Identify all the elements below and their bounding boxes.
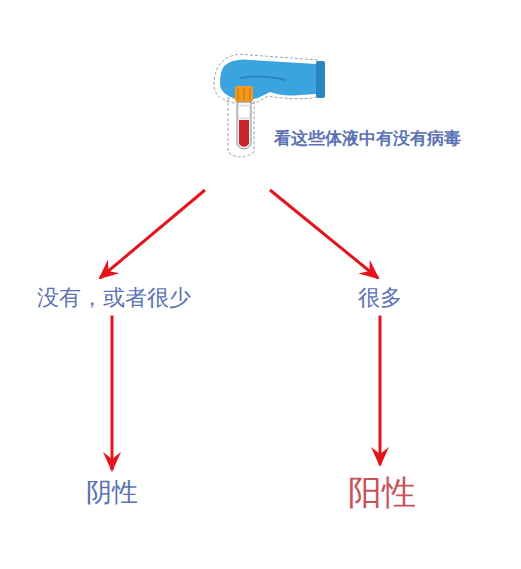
- negative-label: 阴性: [78, 472, 146, 513]
- tube-label: [238, 106, 250, 118]
- node-text: 阳性: [348, 471, 416, 514]
- node-text: 阴性: [86, 476, 138, 509]
- blood-sample: [239, 120, 249, 147]
- glove-fold: [240, 76, 286, 80]
- glove: [220, 60, 316, 100]
- flow-arrow: [379, 316, 382, 466]
- glove-cuff: [316, 61, 325, 98]
- flow-arrow: [111, 316, 114, 471]
- sticker-outline: [214, 54, 322, 104]
- positive-label: 阳性: [340, 467, 424, 518]
- result-box: 没有，或者很少: [29, 280, 199, 316]
- flow-arrow: [100, 190, 205, 278]
- node-text: 没有，或者很少: [37, 284, 191, 312]
- flow-arrow: [270, 190, 378, 278]
- question-node: 看这些体液中有没有病毒: [200, 50, 500, 190]
- tube-cap: [235, 86, 253, 102]
- node-text: 很多: [358, 284, 402, 312]
- node-text: 看这些体液中有没有病毒: [274, 128, 461, 149]
- result-box: 很多: [350, 280, 410, 316]
- sticker-outline: [228, 98, 254, 157]
- tube: [237, 102, 251, 149]
